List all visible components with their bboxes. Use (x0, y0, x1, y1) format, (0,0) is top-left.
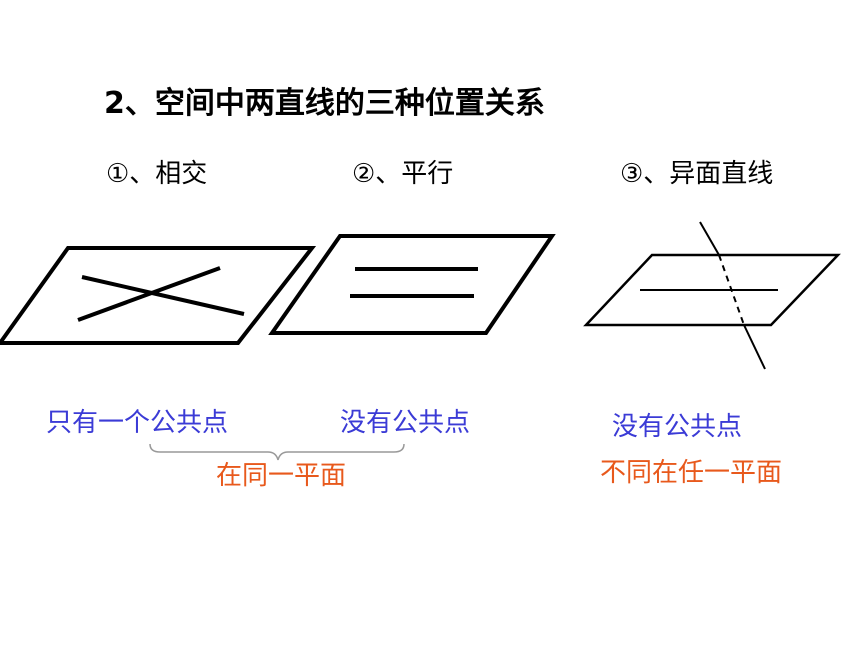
figure-skew (583, 221, 841, 370)
description-skew: 没有公共点 (612, 412, 743, 442)
case-label-parallel: ②、平行 (352, 159, 454, 189)
line-intersecting-b (77, 266, 221, 322)
line-skew-crossing-upper (699, 221, 720, 256)
figure-parallel (268, 234, 556, 335)
figure-intersecting (0, 246, 317, 345)
plane-intersecting (0, 246, 317, 345)
case-label-skew: ③、异面直线 (620, 159, 774, 189)
line-skew-crossing-lower (743, 324, 766, 370)
case-label-intersecting: ①、相交 (106, 159, 208, 189)
description-parallel: 没有公共点 (340, 408, 471, 438)
conclusion-not-same-plane: 不同在任一平面 (600, 458, 783, 488)
grouping-brace (149, 443, 405, 461)
slide-title: 2、空间中两直线的三种位置关系 (104, 86, 545, 121)
conclusion-same-plane: 在同一平面 (216, 461, 347, 491)
line-skew-crossing-hidden (718, 254, 745, 326)
line-intersecting-a (81, 275, 245, 316)
plane-skew (583, 253, 841, 327)
description-intersecting: 只有一个公共点 (46, 408, 229, 438)
plane-parallel (268, 234, 556, 335)
